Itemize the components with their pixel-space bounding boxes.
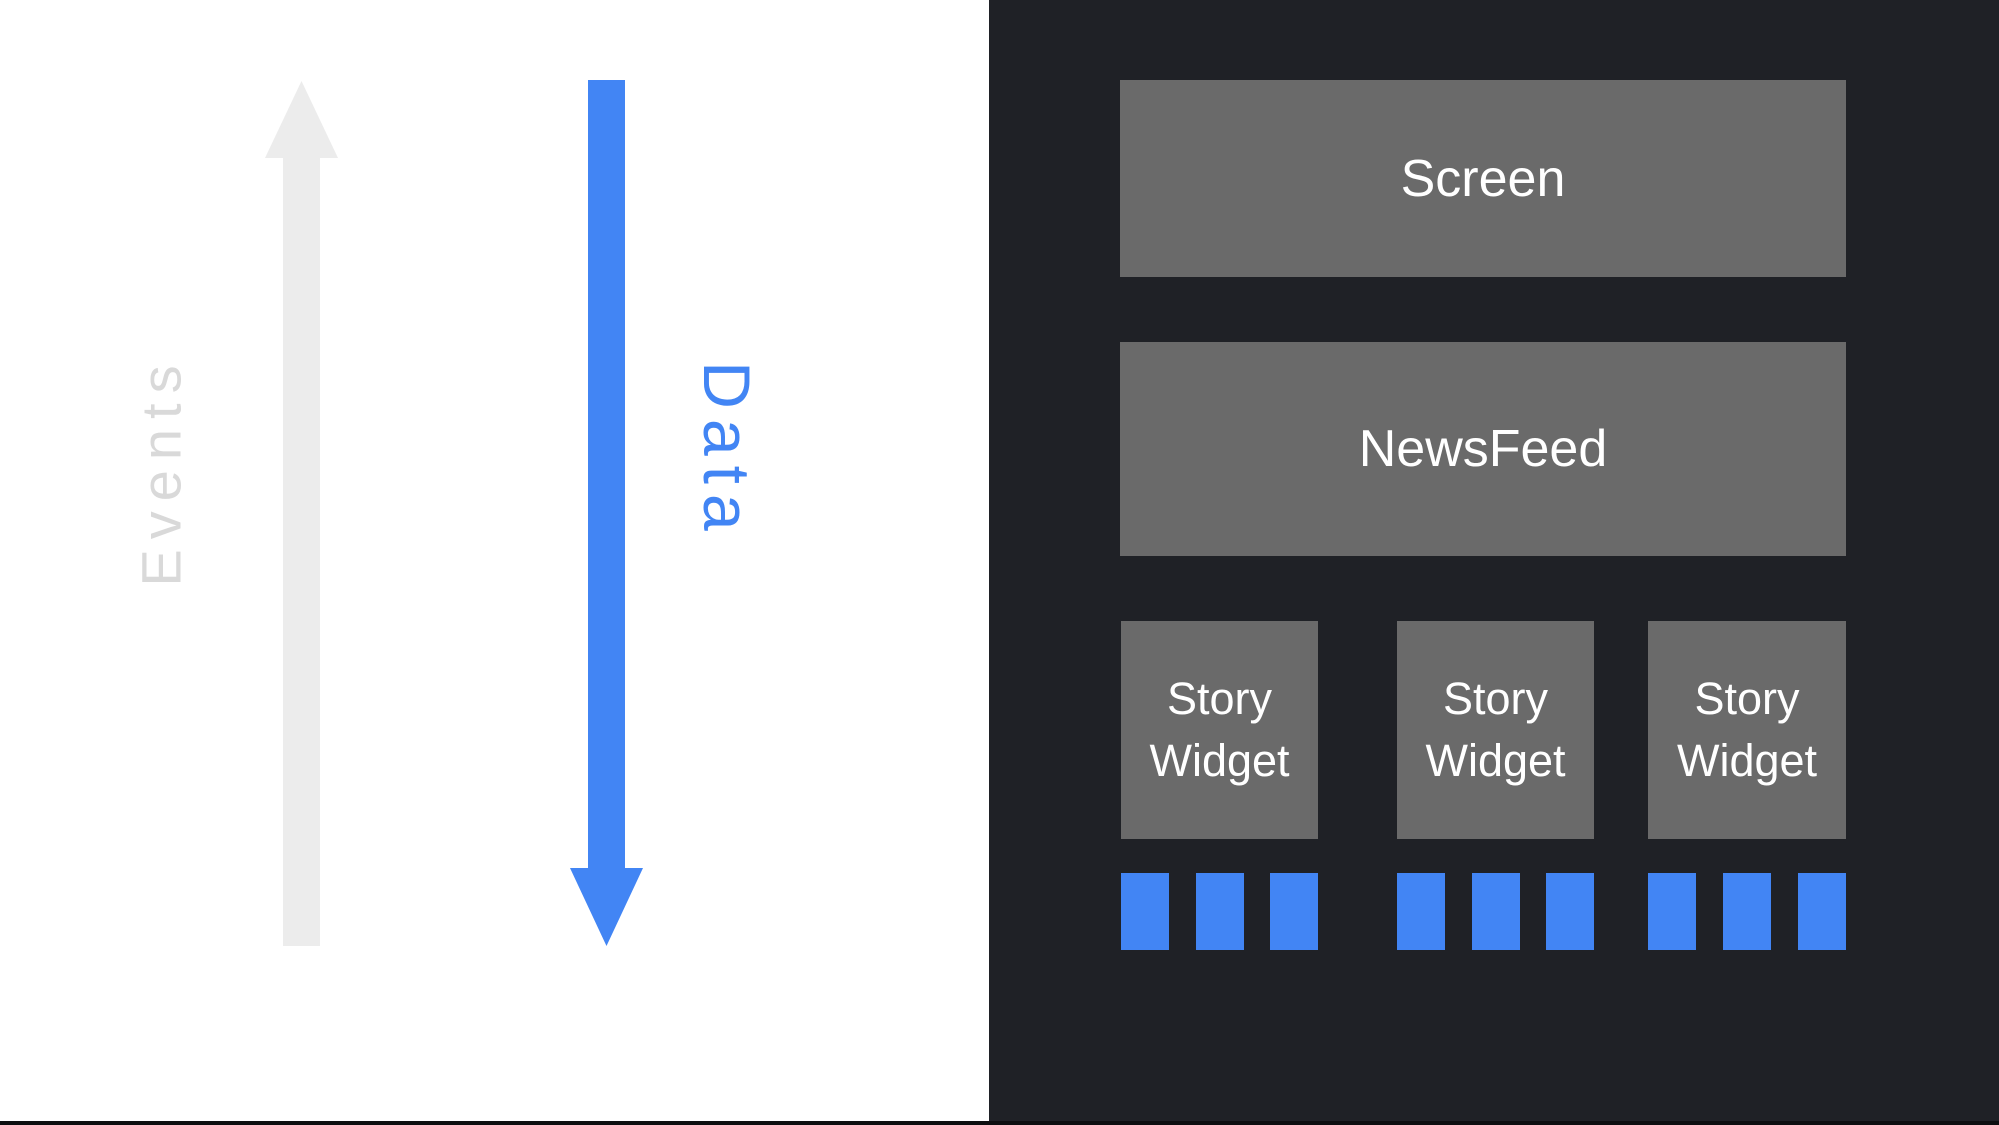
story-item-row (1397, 873, 1594, 950)
newsfeed-label: NewsFeed (1358, 420, 1608, 478)
story-item-square (1648, 873, 1696, 950)
story-widget-box: Story Widget (1121, 621, 1318, 839)
story-item-square (1121, 873, 1169, 950)
newsfeed-box: NewsFeed (1120, 342, 1846, 556)
events-label: Events (129, 355, 193, 587)
story-item-square (1397, 873, 1445, 950)
story-widget-box: Story Widget (1648, 621, 1846, 839)
story-item-square (1723, 873, 1771, 950)
data-down-arrow-icon (570, 80, 643, 946)
story-widget-label: Story Widget (1425, 673, 1566, 786)
data-label: Data (690, 361, 764, 541)
story-item-square (1270, 873, 1318, 950)
events-up-arrow-icon (265, 81, 338, 946)
story-item-square (1195, 873, 1244, 950)
story-widget-label: Story Widget (1676, 673, 1818, 786)
story-widget-group: Story Widget (1121, 621, 1318, 950)
widget-tree-panel: Screen NewsFeed Story Widget Story Widge… (989, 0, 1999, 1125)
story-item-square (1471, 873, 1520, 950)
story-item-row (1648, 873, 1846, 950)
screen-box: Screen (1120, 80, 1846, 277)
slide-bottom-edge (0, 1121, 1999, 1125)
story-widget-label: Story Widget (1149, 673, 1290, 786)
story-widget-group: Story Widget (1397, 621, 1594, 950)
screen-label: Screen (1400, 149, 1566, 208)
story-widget-group: Story Widget (1648, 621, 1846, 950)
story-item-square (1546, 873, 1594, 950)
story-item-square (1798, 873, 1846, 950)
story-widget-box: Story Widget (1397, 621, 1594, 839)
story-item-row (1121, 873, 1318, 950)
